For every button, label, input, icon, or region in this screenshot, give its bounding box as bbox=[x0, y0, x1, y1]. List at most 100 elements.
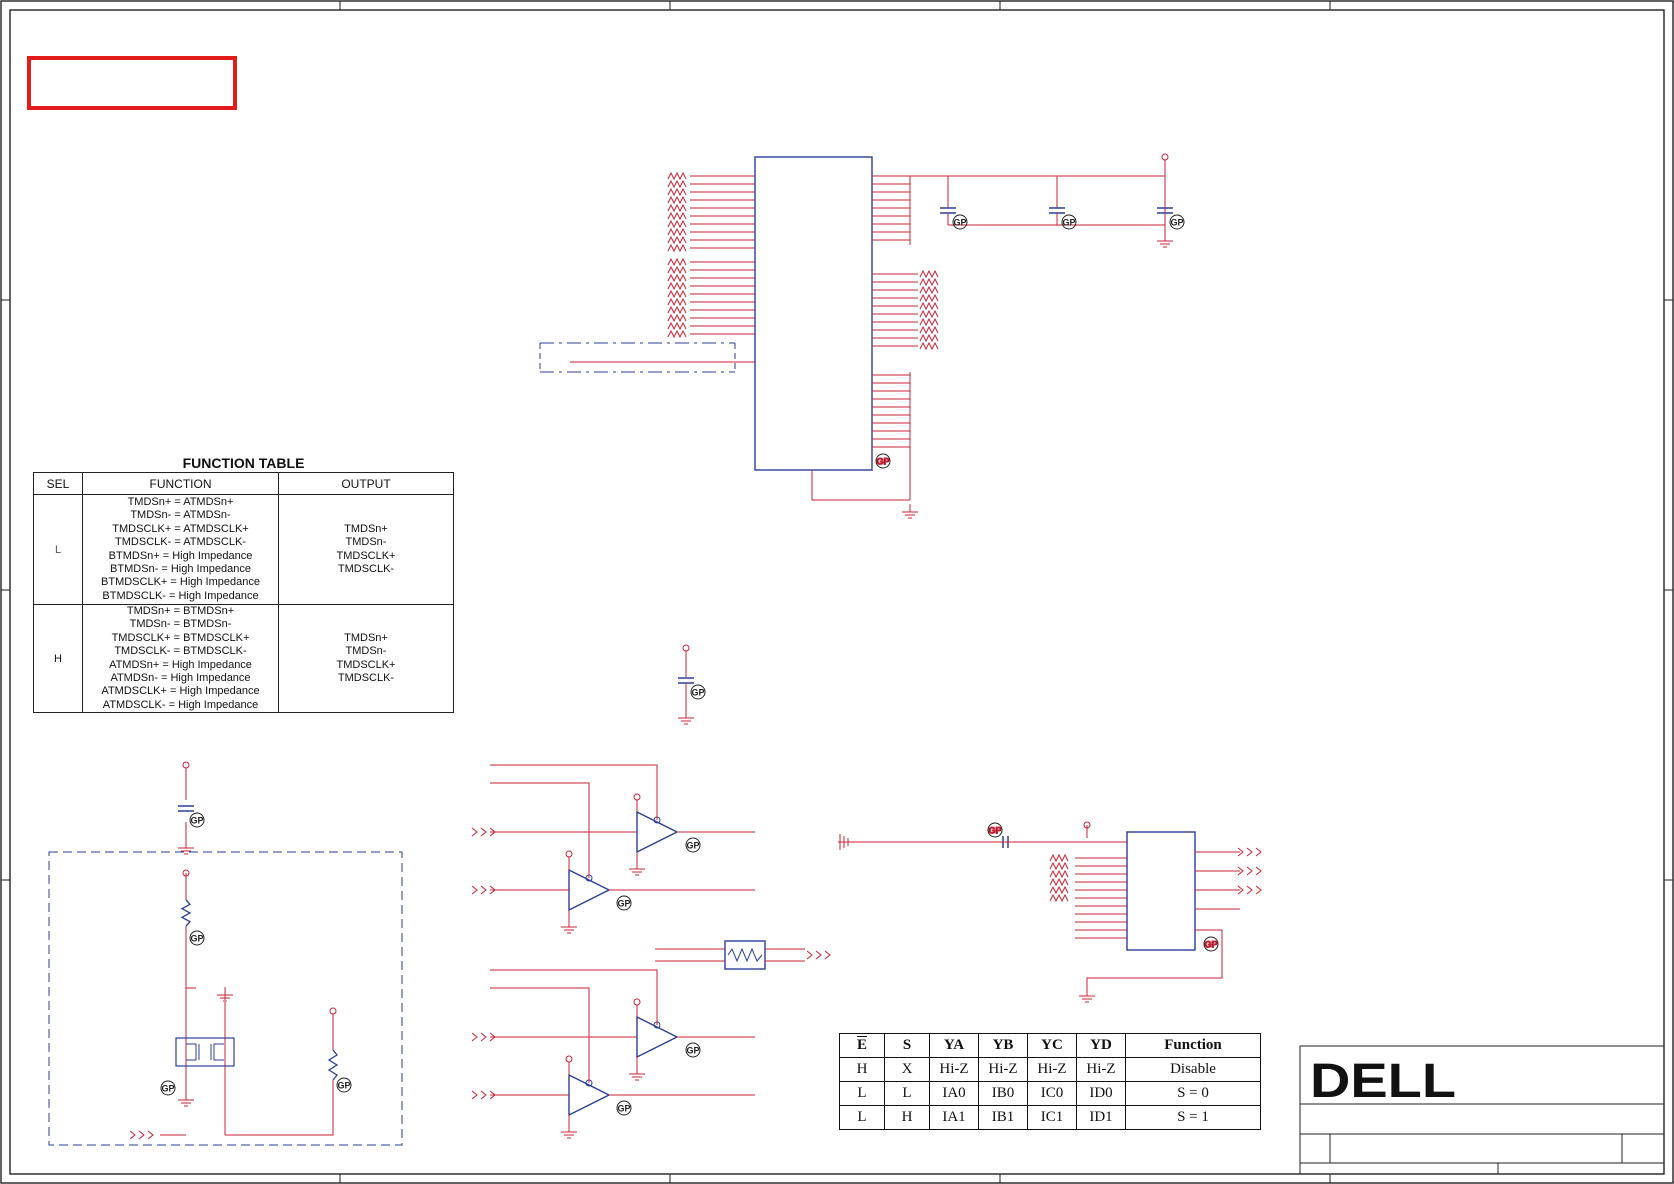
dual-mosfet-icon bbox=[186, 1043, 224, 1061]
header-yb: YB bbox=[978, 1033, 1028, 1058]
header-select: S bbox=[884, 1033, 930, 1058]
port-squiggle-icon bbox=[667, 297, 687, 307]
power-node-icon bbox=[633, 793, 641, 801]
capacitor-mid: GP bbox=[678, 644, 706, 725]
cell: IA0 bbox=[929, 1081, 979, 1106]
function-line: ATMDSCLK- = High Impedance bbox=[102, 698, 259, 711]
function-table: SEL FUNCTION OUTPUT L TMDSn+ = ATMDSn+ T… bbox=[33, 472, 454, 714]
output-line: TMDSCLK- bbox=[337, 563, 395, 575]
cell: H bbox=[884, 1105, 930, 1130]
port-squiggle-icon bbox=[1049, 853, 1069, 863]
dashed-region-bottom-left bbox=[48, 768, 403, 1146]
gp-mark-icon: GP bbox=[336, 1077, 352, 1093]
port-squiggle-icon bbox=[919, 309, 939, 319]
port-arrow-icon bbox=[129, 1130, 154, 1140]
port-squiggle-icon bbox=[667, 211, 687, 221]
table-row: L L IA0 IB0 IC0 ID0 S = 0 bbox=[839, 1081, 1261, 1106]
port-squiggle-icon bbox=[919, 333, 939, 343]
svg-text:GP: GP bbox=[161, 1084, 174, 1094]
capacitor-icon bbox=[940, 207, 956, 214]
port-squiggle-icon bbox=[667, 305, 687, 315]
ground-icon bbox=[561, 919, 577, 934]
port-squiggle-icon bbox=[919, 269, 939, 279]
port-squiggle-icon bbox=[667, 265, 687, 275]
function-line: BTMDSn- = High Impedance bbox=[110, 562, 251, 575]
header-yc: YC bbox=[1027, 1033, 1077, 1058]
gp-mark-icon: GP bbox=[685, 837, 701, 853]
port-squiggle-icon bbox=[919, 277, 939, 287]
ground-icon bbox=[217, 987, 233, 1002]
svg-text:GP: GP bbox=[617, 1104, 630, 1114]
cell: Hi-Z bbox=[978, 1057, 1028, 1082]
svg-text:GP: GP bbox=[691, 688, 704, 698]
cell: Hi-Z bbox=[1076, 1057, 1126, 1082]
table-row: L TMDSn+ = ATMDSn+ TMDSn- = ATMDSn- TMDS… bbox=[33, 494, 454, 605]
gp-mark-icon: GP bbox=[1061, 214, 1077, 230]
function-line: TMDSn+ = ATMDSn+ bbox=[127, 495, 234, 508]
table-row: H X Hi-Z Hi-Z Hi-Z Hi-Z Disable bbox=[839, 1057, 1261, 1082]
function-line: ATMDSn+ = High Impedance bbox=[109, 658, 252, 671]
sel-cell: H bbox=[33, 603, 83, 714]
gp-mark-icon: GP bbox=[189, 812, 205, 828]
port-squiggle-icon bbox=[667, 235, 687, 245]
gp-mark-icon: GP bbox=[160, 1080, 176, 1096]
header-enable: E bbox=[839, 1033, 885, 1058]
svg-text:GP: GP bbox=[686, 841, 699, 851]
port-squiggle-icon bbox=[1049, 893, 1069, 903]
power-node-icon bbox=[182, 869, 190, 877]
port-squiggle-icon bbox=[667, 171, 687, 181]
cell: S = 0 bbox=[1125, 1081, 1261, 1106]
dashed-net-box bbox=[539, 342, 755, 373]
ground-icon bbox=[678, 710, 694, 725]
gp-mark-icon: GP bbox=[987, 822, 1003, 838]
function-line: TMDSCLK- = BTMDSCLK- bbox=[114, 645, 247, 658]
gp-mark-icon: GP bbox=[952, 214, 968, 230]
resistor-icon bbox=[180, 899, 192, 927]
ground-icon bbox=[561, 1124, 577, 1139]
cell: Hi-Z bbox=[1027, 1057, 1077, 1082]
cell: IC0 bbox=[1027, 1081, 1077, 1106]
function-cell: TMDSn+ = ATMDSn+ TMDSn- = ATMDSn- TMDSCL… bbox=[82, 494, 279, 605]
gp-mark-icon: GP bbox=[616, 1100, 632, 1116]
svg-text:GP: GP bbox=[337, 1081, 350, 1091]
dell-logo: DELL bbox=[1310, 1057, 1456, 1103]
svg-text:GP: GP bbox=[876, 457, 889, 467]
port-arrow-icon bbox=[1237, 847, 1262, 857]
table-row: H TMDSn+ = BTMDSn+ TMDSn- = BTMDSn- TMDS… bbox=[33, 603, 454, 714]
function-line: BTMDSn+ = High Impedance bbox=[108, 549, 253, 562]
port-squiggle-icon bbox=[1049, 885, 1069, 895]
cell: X bbox=[884, 1057, 930, 1082]
function-line: BTMDSCLK+ = High Impedance bbox=[101, 576, 260, 589]
header-function: FUNCTION bbox=[82, 472, 279, 495]
port-squiggle-icon bbox=[667, 329, 687, 339]
port-squiggle-icon bbox=[667, 257, 687, 267]
truth-table: E S YA YB YC YD Function H X Hi-Z Hi-Z H… bbox=[839, 1033, 1261, 1130]
function-table-title: FUNCTION TABLE bbox=[182, 455, 305, 471]
port-squiggle-icon bbox=[1049, 869, 1069, 879]
power-node-icon bbox=[329, 1007, 337, 1015]
power-node-icon bbox=[182, 761, 190, 769]
port-arrow-icon bbox=[806, 950, 831, 960]
capacitor-icon bbox=[678, 677, 694, 684]
cell: L bbox=[884, 1081, 930, 1106]
cell: IC1 bbox=[1027, 1105, 1077, 1130]
header-ya: YA bbox=[929, 1033, 979, 1058]
output-line: TMDSCLK- bbox=[337, 672, 395, 685]
cell: Disable bbox=[1125, 1057, 1261, 1082]
svg-text:GP: GP bbox=[686, 1046, 699, 1056]
cell: S = 1 bbox=[1125, 1105, 1261, 1130]
power-node-icon bbox=[565, 1055, 573, 1063]
function-table-header: SEL FUNCTION OUTPUT bbox=[33, 472, 454, 495]
port-squiggle-icon bbox=[667, 195, 687, 205]
port-squiggle-icon bbox=[1049, 861, 1069, 871]
port-squiggle-icon bbox=[667, 243, 687, 253]
port-squiggle-icon bbox=[919, 341, 939, 351]
port-arrow-icon bbox=[1237, 866, 1262, 876]
power-node-icon bbox=[633, 998, 641, 1006]
port-squiggle-icon bbox=[919, 285, 939, 295]
port-squiggle-icon bbox=[667, 187, 687, 197]
table-row: L H IA1 IB1 IC1 ID1 S = 1 bbox=[839, 1105, 1261, 1130]
